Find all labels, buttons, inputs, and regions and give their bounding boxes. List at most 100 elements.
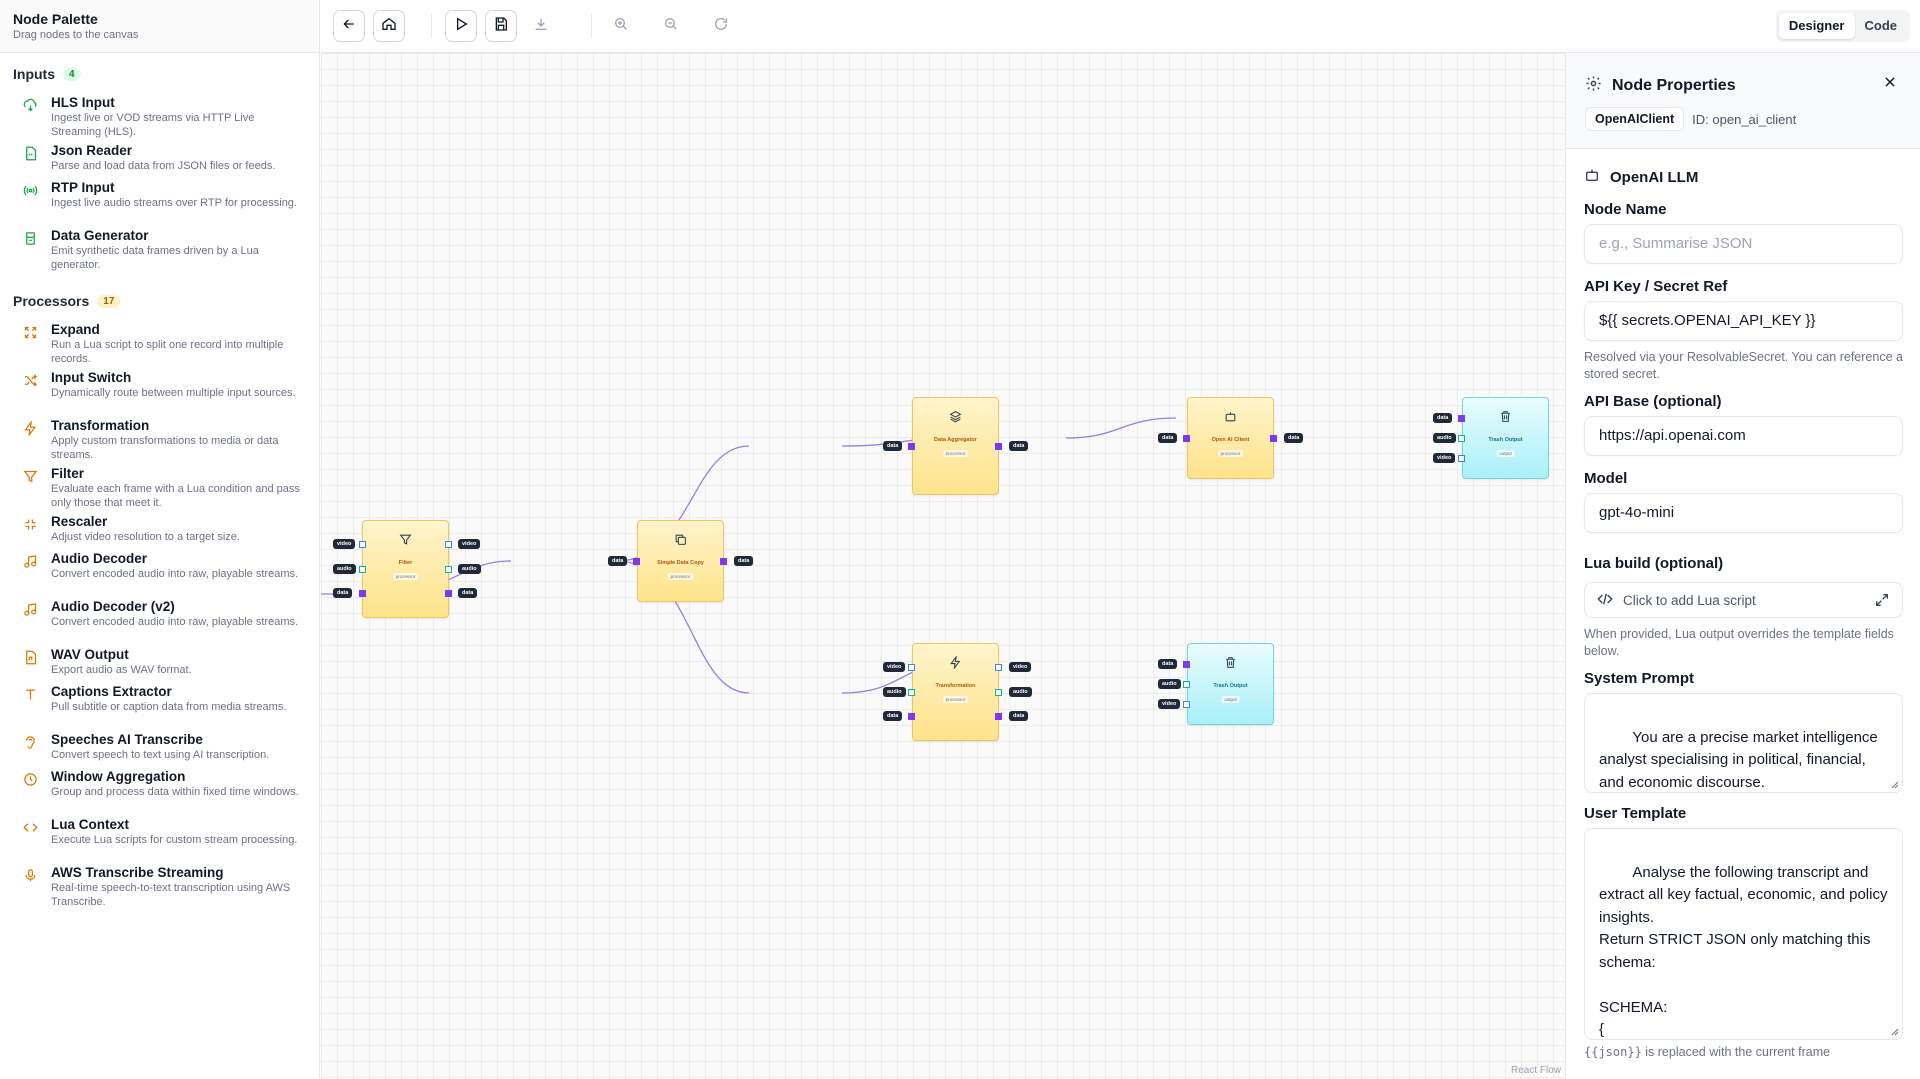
template-token: {{json}} xyxy=(1584,1045,1642,1059)
port-output-data[interactable] xyxy=(995,443,1002,450)
edge-layer xyxy=(321,53,1565,1079)
palette-item-json-reader[interactable]: Json ReaderParse and load data from JSON… xyxy=(0,139,319,176)
node-title: Trash Output xyxy=(1463,437,1548,443)
palette-item-input-switch[interactable]: Input SwitchDynamically route between mu… xyxy=(0,366,319,414)
port-label: video xyxy=(1158,699,1180,709)
palette-item-hls-input[interactable]: HLS InputIngest live or VOD streams via … xyxy=(0,91,319,139)
palette-item-window-aggregation[interactable]: Window AggregationGroup and process data… xyxy=(0,765,319,813)
system-prompt-label: System Prompt xyxy=(1584,670,1903,687)
port-input-video[interactable] xyxy=(1458,455,1465,462)
file-audio-icon xyxy=(21,650,39,680)
model-input[interactable]: gpt-4o-mini xyxy=(1584,493,1903,533)
section-inputs[interactable]: Inputs 4 xyxy=(0,57,319,91)
close-panel-button[interactable] xyxy=(1880,73,1900,93)
item-name: Speeches AI Transcribe xyxy=(51,731,306,748)
node-type: processor xyxy=(668,573,694,580)
port-output-data[interactable] xyxy=(720,558,727,565)
flow-node-simple-data-copy[interactable]: Simple Data Copy processor xyxy=(637,520,724,602)
palette-item-transformation[interactable]: TransformationApply custom transformatio… xyxy=(0,414,319,462)
flow-node-open-ai-client[interactable]: Open AI Client processor xyxy=(1187,397,1274,479)
zoom-out-button[interactable] xyxy=(655,10,687,42)
palette-item-lua-context[interactable]: Lua ContextExecute Lua scripts for custo… xyxy=(0,813,319,861)
palette-item-wav-output[interactable]: WAV OutputExport audio as WAV format. xyxy=(0,643,319,680)
item-name: HLS Input xyxy=(51,94,306,111)
item-desc: Convert speech to text using AI transcri… xyxy=(51,749,306,763)
user-template-textarea[interactable]: Analyse the following transcript and ext… xyxy=(1584,828,1903,1040)
section-processors[interactable]: Processors 17 xyxy=(0,284,319,318)
music-note-icon xyxy=(21,554,39,595)
port-input-data[interactable] xyxy=(359,590,366,597)
palette-item-aws-transcribe-streaming[interactable]: AWS Transcribe StreamingReal-time speech… xyxy=(0,861,319,909)
palette-item-audio-decoder[interactable]: Audio DecoderConvert encoded audio into … xyxy=(0,547,319,595)
robot-icon xyxy=(1584,167,1600,187)
download-button[interactable] xyxy=(525,10,557,42)
tab-code[interactable]: Code xyxy=(1855,13,1908,39)
palette-item-rtp-input[interactable]: RTP InputIngest live audio streams over … xyxy=(0,176,319,224)
node-name-input[interactable]: e.g., Summarise JSON xyxy=(1584,224,1903,264)
reset-view-button[interactable] xyxy=(705,10,737,42)
port-label: data xyxy=(883,711,902,721)
layers-icon xyxy=(913,410,998,428)
port-input-audio[interactable] xyxy=(908,689,915,696)
palette-item-rescaler[interactable]: RescalerAdjust video resolution to a tar… xyxy=(0,510,319,547)
port-input-data[interactable] xyxy=(1183,435,1190,442)
port-input-data[interactable] xyxy=(633,558,640,565)
item-desc: Export audio as WAV format. xyxy=(51,664,306,678)
flow-node-trash-output[interactable]: Trash Output output xyxy=(1462,397,1549,479)
port-input-audio[interactable] xyxy=(1458,435,1465,442)
node-type: output xyxy=(1496,450,1515,457)
port-input-data[interactable] xyxy=(1458,415,1465,422)
port-input-data[interactable] xyxy=(908,713,915,720)
palette-title: Node Palette xyxy=(13,11,306,27)
port-output-video[interactable] xyxy=(445,541,452,548)
palette-item-speeches-ai-transcribe[interactable]: Speeches AI TranscribeConvert speech to … xyxy=(0,728,319,765)
item-desc: Ingest live audio streams over RTP for p… xyxy=(51,197,306,211)
save-button[interactable] xyxy=(485,10,517,42)
port-input-audio[interactable] xyxy=(359,566,366,573)
port-input-data[interactable] xyxy=(908,443,915,450)
port-input-audio[interactable] xyxy=(1183,681,1190,688)
tab-designer[interactable]: Designer xyxy=(1779,13,1855,39)
flow-node-trash-output[interactable]: Trash Output output xyxy=(1187,643,1274,725)
section-count-badge: 4 xyxy=(63,68,81,81)
port-output-data[interactable] xyxy=(995,713,1002,720)
port-output-audio[interactable] xyxy=(445,566,452,573)
resize-grip-icon[interactable] xyxy=(1889,779,1899,789)
cloud-download-icon xyxy=(21,98,39,139)
flow-node-data-aggregator[interactable]: Data Aggregator processor xyxy=(912,397,999,495)
palette-item-captions-extractor[interactable]: Captions ExtractorPull subtitle or capti… xyxy=(0,680,319,728)
resize-grip-icon[interactable] xyxy=(1889,1026,1899,1036)
port-input-video[interactable] xyxy=(908,664,915,671)
expand-icon[interactable] xyxy=(1874,592,1890,611)
run-button[interactable] xyxy=(445,10,477,42)
lua-script-editor[interactable]: Click to add Lua script xyxy=(1584,582,1903,618)
item-name: Filter xyxy=(51,465,306,482)
item-desc: Real-time speech-to-text transcription u… xyxy=(51,882,306,909)
palette-item-audio-decoder-v2[interactable]: Audio Decoder (v2)Convert encoded audio … xyxy=(0,595,319,643)
palette-item-filter[interactable]: FilterEvaluate each frame with a Lua con… xyxy=(0,462,319,510)
flow-canvas[interactable]: Filter processor video audio data video … xyxy=(321,53,1565,1079)
file-json-icon xyxy=(21,146,39,176)
port-input-video[interactable] xyxy=(1183,701,1190,708)
flow-node-transformation[interactable]: Transformation processor xyxy=(912,643,999,741)
music-note-icon xyxy=(21,602,39,643)
port-input-video[interactable] xyxy=(359,541,366,548)
palette-item-expand[interactable]: ExpandRun a Lua script to split one reco… xyxy=(0,318,319,366)
port-output-data[interactable] xyxy=(1270,435,1277,442)
zoom-in-button[interactable] xyxy=(605,10,637,42)
palette-item-data-generator[interactable]: Data GeneratorEmit synthetic data frames… xyxy=(0,224,319,276)
port-output-video[interactable] xyxy=(995,664,1002,671)
system-prompt-textarea[interactable]: You are a precise market intelligence an… xyxy=(1584,693,1903,793)
api-base-input[interactable]: https://api.openai.com xyxy=(1584,416,1903,456)
properties-title: Node Properties xyxy=(1612,77,1736,95)
react-flow-attribution[interactable]: React Flow xyxy=(1511,1065,1561,1076)
port-output-audio[interactable] xyxy=(995,689,1002,696)
home-button[interactable] xyxy=(373,10,405,42)
home-icon xyxy=(381,16,397,37)
port-input-data[interactable] xyxy=(1183,661,1190,668)
port-output-data[interactable] xyxy=(445,590,452,597)
api-key-input[interactable]: ${{ secrets.OPENAI_API_KEY }} xyxy=(1584,301,1903,341)
back-button[interactable] xyxy=(333,10,365,42)
flow-node-filter[interactable]: Filter processor xyxy=(362,520,449,618)
